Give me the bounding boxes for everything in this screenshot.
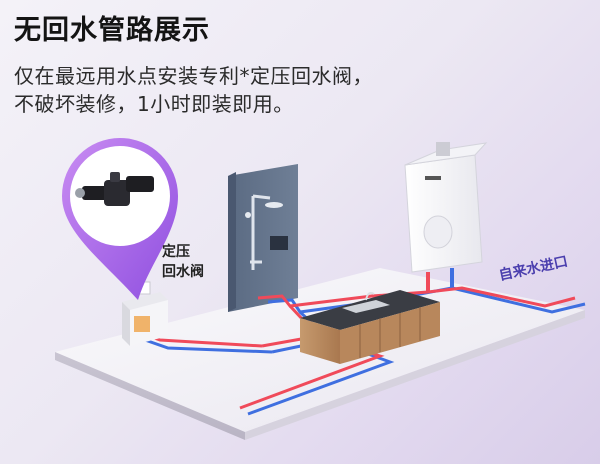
description: 仅在最远用水点安装专利*定压回水阀， 不破坏装修，1小时即装即用。 (14, 62, 373, 118)
valve-pin-callout (61, 137, 178, 300)
shower-panel (270, 236, 288, 250)
page-title: 无回水管路展示 (14, 15, 210, 46)
kitchen-counter (300, 290, 440, 364)
description-line-2: 不破坏装修，1小时即装即用。 (14, 92, 294, 116)
valve-icon (75, 172, 154, 206)
water-inlet-label: 自来水进口 (497, 253, 569, 284)
valve-label-line2: 回水阀 (162, 263, 204, 280)
sink-cabinet (122, 281, 168, 346)
shower-wall (228, 164, 298, 312)
valve-label-line1: 定压 (162, 243, 190, 260)
description-line-1: 仅在最远用水点安装专利*定压回水阀， (14, 64, 373, 88)
water-heater (404, 142, 488, 292)
valve-housing (134, 316, 150, 332)
